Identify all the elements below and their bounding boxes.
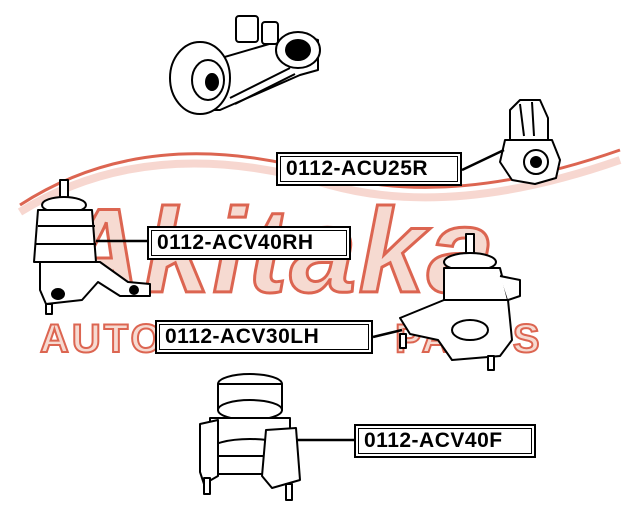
akitaka-watermark: Akitaka AUTO PARTS: [17, 148, 622, 362]
part-number-acu25r: 0112-ACU25R: [286, 157, 429, 180]
part-number-acv30lh: 0112-ACV30LH: [165, 325, 320, 348]
engine-mount-acu25r: [461, 99, 561, 185]
part-number-acv40f: 0112-ACV40F: [364, 429, 503, 452]
engine-mount-acv40f: [199, 373, 354, 501]
part-label-acv40rh: 0112-ACV40RH: [147, 226, 351, 260]
part-label-acv30lh: 0112-ACV30LH: [155, 320, 373, 354]
engine-mount-acv30lh: [372, 233, 521, 371]
part-label-acu25r: 0112-ACU25R: [276, 152, 462, 186]
part-label-acv40f: 0112-ACV40F: [354, 424, 536, 458]
svg-text:AUTO: AUTO: [40, 317, 165, 361]
part-number-acv40rh: 0112-ACV40RH: [157, 231, 314, 254]
engine-mount-acv40rh: [33, 179, 151, 315]
engine-mount-top-rod: [169, 15, 321, 115]
